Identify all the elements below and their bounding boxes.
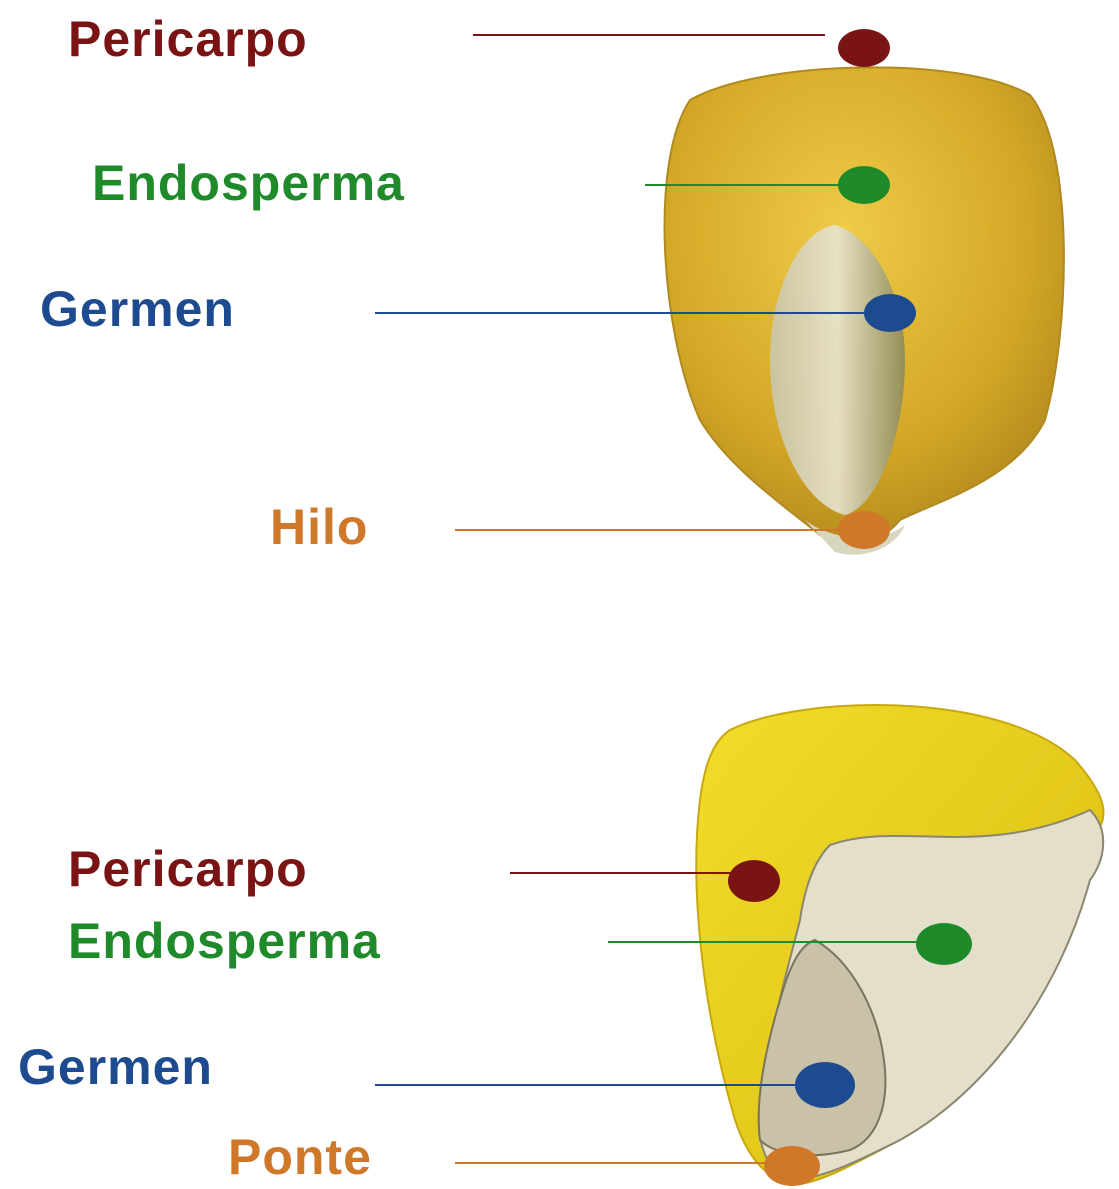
label-bottom-endosperma: Endosperma: [68, 916, 381, 966]
marker-dot-bottom-pericarpo: [728, 860, 780, 902]
marker-dot-top-germen: [864, 294, 916, 332]
label-top-hilo: Hilo: [270, 502, 368, 552]
marker-dot-top-pericarpo: [838, 29, 890, 67]
label-top-endosperma: Endosperma: [92, 158, 405, 208]
label-bottom-pericarpo: Pericarpo: [68, 844, 308, 894]
marker-dot-top-hilo: [838, 511, 890, 549]
label-bottom-germen: Germen: [18, 1042, 213, 1092]
marker-dot-bottom-ponte: [764, 1146, 820, 1186]
bottom-kernel: [696, 705, 1103, 1185]
label-bottom-ponte: Ponte: [228, 1132, 372, 1182]
label-top-germen: Germen: [40, 284, 235, 334]
marker-dot-top-endosperma: [838, 166, 890, 204]
marker-dot-bottom-germen: [795, 1062, 855, 1108]
label-top-pericarpo: Pericarpo: [68, 14, 308, 64]
marker-dot-bottom-endosperma: [916, 923, 972, 965]
